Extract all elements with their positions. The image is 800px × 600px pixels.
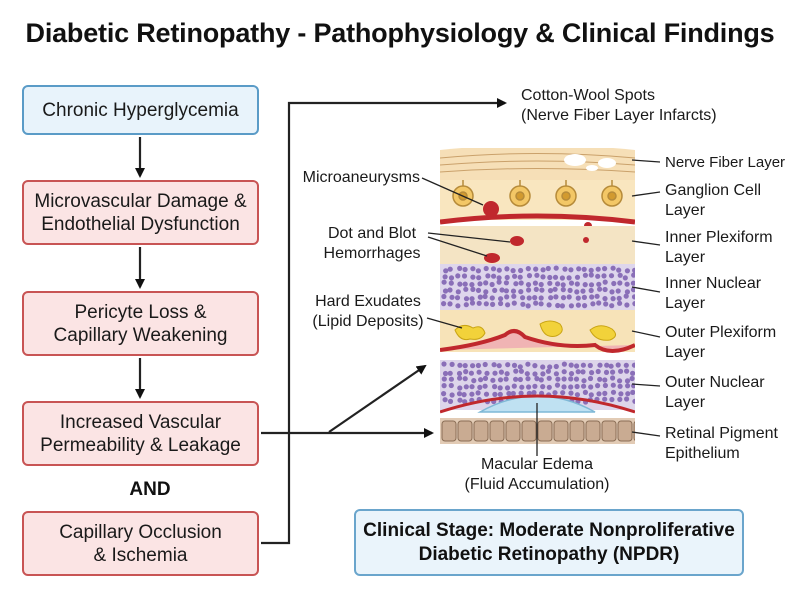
connector-arrows: [261, 98, 507, 545]
hard-exudates: [454, 320, 616, 341]
label-outer-nuclear-layer: Outer Nuclear Layer: [665, 374, 765, 411]
ischemia-to-cotton-wool-arrow: [261, 98, 507, 545]
flow-step-capillary-occlusion: Capillary Occlusion & Ischemia: [22, 511, 259, 576]
clinical-stage-box: Clinical Stage: Moderate Nonproliferativ…: [354, 509, 744, 576]
retina-layers: [440, 148, 635, 444]
label-hard-exudates: Hard Exudates (Lipid Deposits): [312, 293, 424, 330]
label-inner-nuclear-layer: Inner Nuclear Layer: [665, 275, 762, 312]
label-inner-plexiform-layer: Inner Plexiform Layer: [665, 229, 773, 266]
vessel-lower: [440, 329, 635, 353]
page-title: Diabetic Retinopathy - Pathophysiology &…: [25, 18, 775, 48]
inner-nuclear-cells: [441, 265, 635, 309]
nerve-fiber-layer: [440, 148, 635, 180]
label-cotton-wool-spots: Cotton-Wool Spots (Nerve Fiber Layer Inf…: [521, 87, 717, 124]
label-microaneurysms: Microaneurysms: [302, 169, 420, 186]
flow-step-hyperglycemia: Chronic Hyperglycemia: [22, 85, 259, 135]
label-macular-edema: Macular Edema (Fluid Accumulation): [464, 456, 610, 493]
rpe-cells: [441, 420, 635, 442]
label-retinal-pigment-epithelium: Retinal Pigment Epithelium: [665, 425, 778, 462]
flow-step-pericyte-loss: Pericyte Loss & Capillary Weakening: [22, 291, 259, 356]
leakage-to-exudate-arrow: [328, 364, 427, 433]
label-nerve-fiber-layer: Nerve Fiber Layer: [665, 154, 786, 171]
dot-blot-hemorrhages: [484, 236, 589, 263]
flow-step-vascular-permeability: Increased Vascular Permeability & Leakag…: [22, 401, 259, 466]
label-dot-blot-hemorrhages: Dot and Blot Hemorrhages: [323, 225, 421, 262]
label-outer-plexiform-layer: Outer Plexiform Layer: [665, 324, 777, 361]
microaneurysm: [483, 201, 499, 217]
label-ganglion-cell-layer: Ganglion Cell Layer: [665, 182, 762, 219]
flow-step-microvascular-damage: Microvascular Damage & Endothelial Dysfu…: [22, 180, 259, 245]
retinal-vessel: [440, 213, 635, 225]
leader-lines: [421, 159, 661, 456]
and-connector-label: AND: [129, 479, 171, 500]
cotton-wool-spots: [564, 154, 616, 171]
inner-plexiform-layer: [440, 226, 635, 264]
